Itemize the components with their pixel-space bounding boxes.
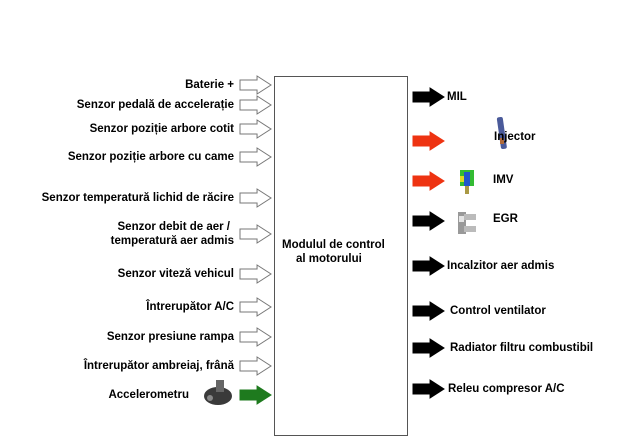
input-label: Senzor pedală de accelerație [76,99,234,111]
output-label: Control ventilator [450,305,546,317]
output-label: Releu compresor A/C [448,383,565,395]
ecu-module-box [274,76,408,436]
input-arrow-icon [239,75,272,95]
input-arrow-icon [239,297,272,317]
output-arrow-icon [412,256,445,276]
input-label: Senzor temperatură lichid de răcire [41,192,234,204]
output-label: EGR [493,213,518,225]
input-arrow-icon [239,188,272,208]
input-arrow-icon [239,385,272,405]
input-label: temperatură aer admis [110,235,234,247]
ecu-module-label: Modulul de control al motorului [282,238,385,266]
output-label: Incalzitor aer admis [447,260,555,272]
output-arrow-icon [412,131,445,151]
input-arrow-icon [239,224,272,244]
input-label: Senzor poziție arbore cu came [67,151,234,163]
input-label: Senzor viteză vehicul [117,268,234,280]
output-label: Radiator filtru combustibil [450,342,594,354]
output-arrow-icon [412,87,445,107]
input-label: Baterie + [185,79,234,91]
output-arrow-icon [412,171,445,191]
injector-icon [496,117,507,150]
accelerometer-sensor-icon [204,380,232,405]
input-label: Întrerupător A/C [146,301,234,313]
module-label-line2: al motorului [296,253,362,265]
egr-valve-icon [458,212,476,234]
input-label: Senzor presiune rampa [106,331,234,343]
input-label: Întrerupător ambreiaj, frână [83,360,234,372]
output-label: Injector [494,131,536,143]
output-label: IMV [493,174,514,186]
input-arrow-icon [239,119,272,139]
output-arrow-icon [412,379,445,399]
input-arrow-icon [239,95,272,115]
input-label: Accelerometru [108,389,189,401]
output-arrow-icon [412,338,445,358]
imv-valve-icon [460,170,474,194]
input-arrow-icon [239,356,272,376]
input-arrow-icon [239,147,272,167]
input-label: Senzor poziție arbore cotit [89,123,234,135]
input-arrow-icon [239,264,272,284]
module-label-line1: Modulul de control [282,239,385,251]
output-arrow-icon [412,211,445,231]
input-arrow-icon [239,327,272,347]
output-arrow-icon [412,301,445,321]
output-label: MIL [447,91,467,103]
input-label: Senzor debit de aer / [117,221,230,233]
